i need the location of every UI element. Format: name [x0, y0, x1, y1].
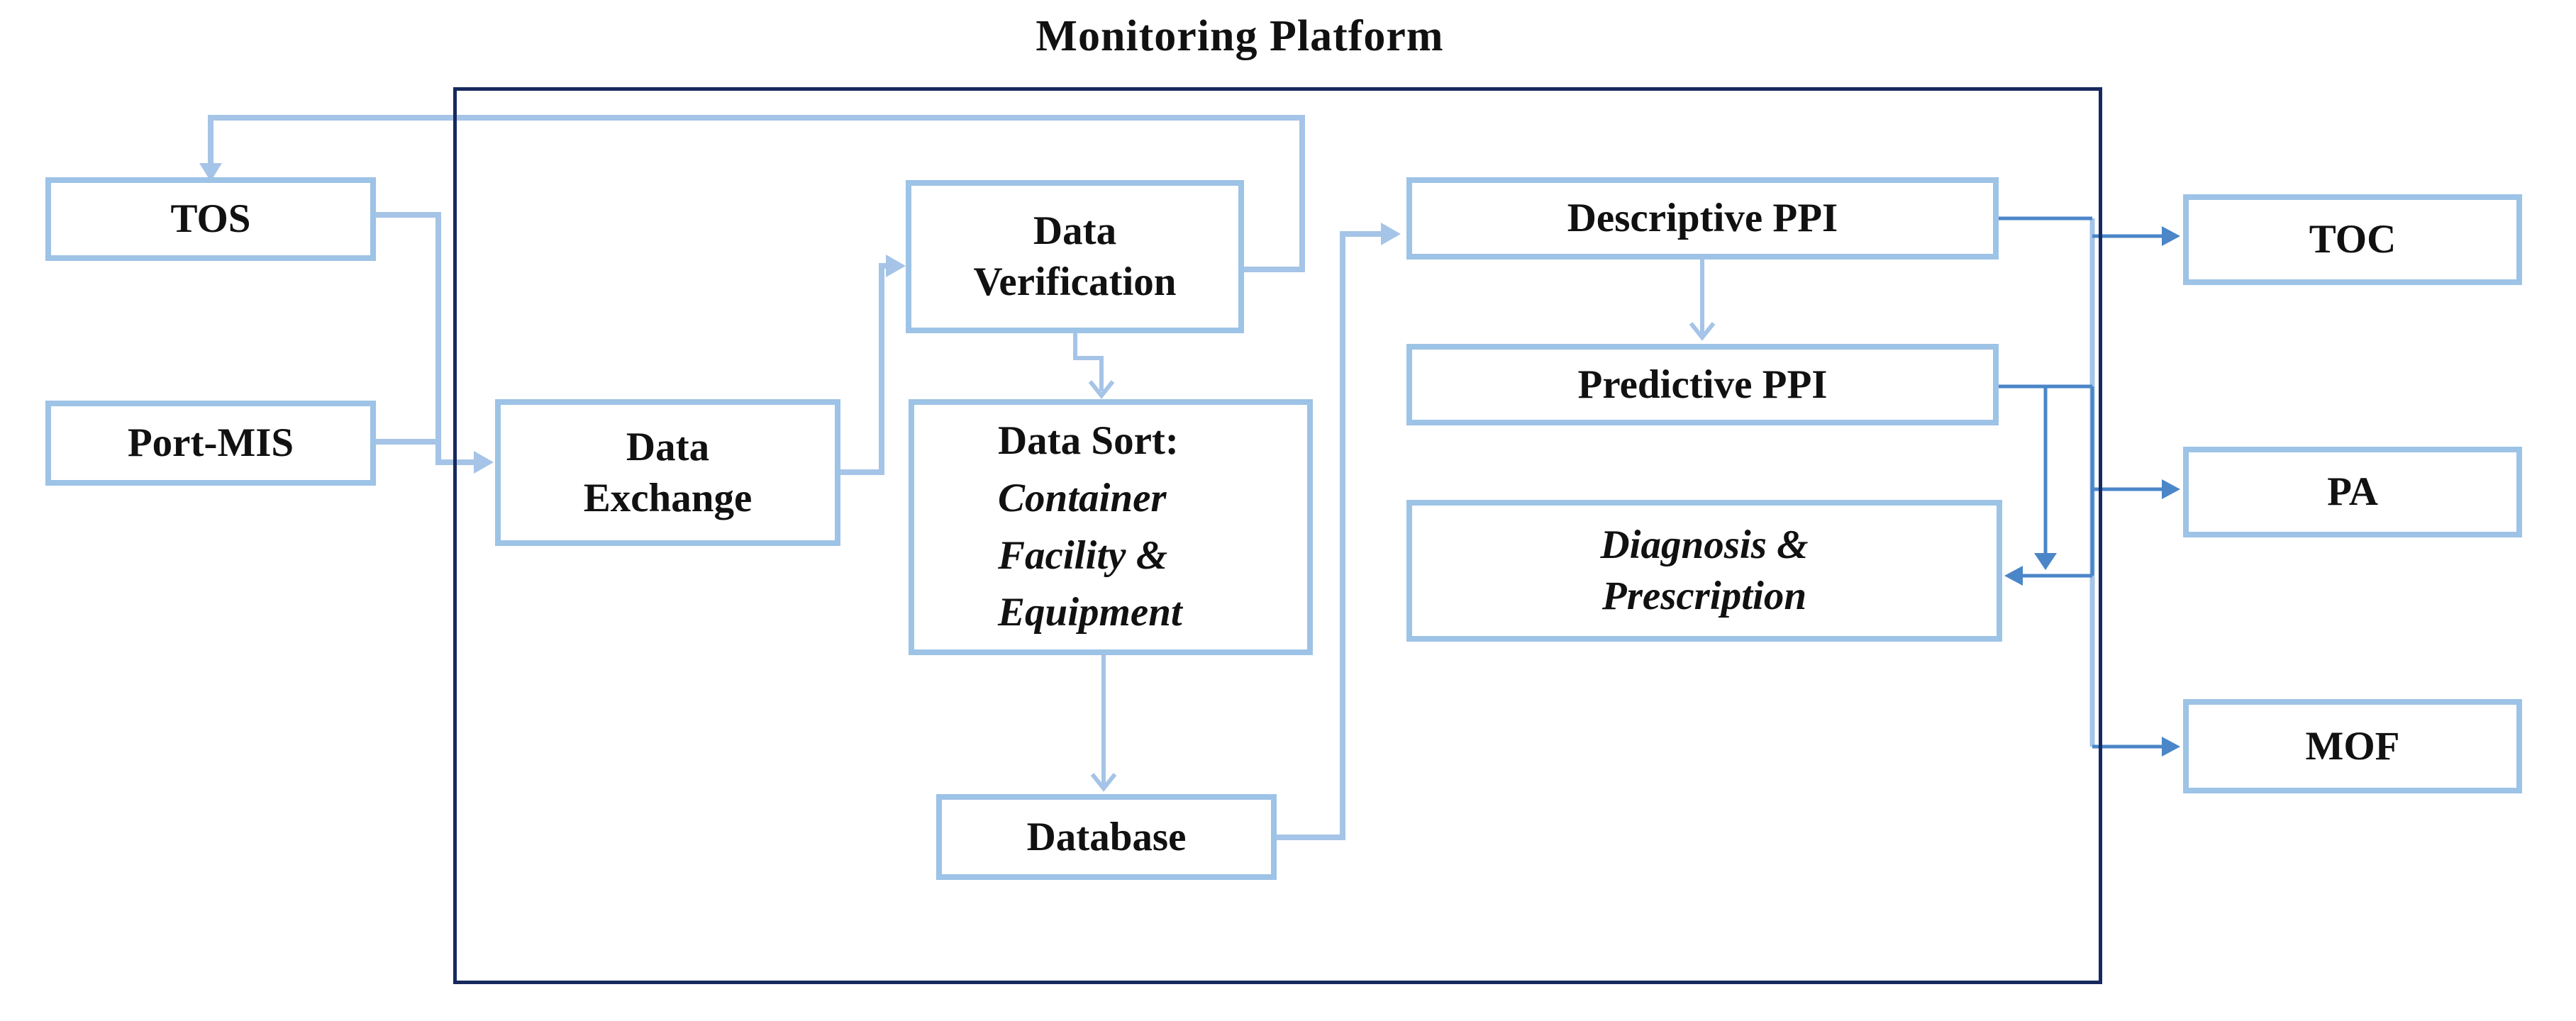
node-tos: TOS [45, 177, 376, 261]
connector-to-mof [2092, 737, 2180, 757]
node-pa: PA [2183, 447, 2522, 537]
node-mof: MOF [2183, 699, 2522, 793]
connector-database-to-descriptive [1277, 223, 1401, 840]
node-descriptive-ppi-label: Descriptive PPI [1567, 196, 1838, 241]
node-toc-label: TOC [2309, 217, 2397, 262]
node-data-sort-line1: Container [998, 475, 1167, 520]
node-pa-label: PA [2327, 469, 2378, 515]
node-mof-label: MOF [2305, 723, 2400, 769]
node-data-exchange: Data Exchange [495, 399, 840, 546]
node-data-sort: Data Sort: Container Facility & Equipmen… [909, 399, 1313, 655]
connector-feedback-verification-to-tos [199, 115, 1305, 272]
node-data-sort-line3: Equipment [998, 590, 1182, 635]
node-port-mis: Port-MIS [45, 401, 376, 486]
connector-predictive-branch-down [2034, 386, 2057, 570]
node-data-verification: Data Verification [906, 180, 1244, 333]
connector-tos-portmis-to-dataexchange [376, 212, 494, 474]
connector-descriptive-to-predictive [1689, 260, 1716, 341]
node-port-mis-label: Port-MIS [127, 420, 294, 466]
node-descriptive-ppi: Descriptive PPI [1406, 177, 1999, 260]
node-toc: TOC [2183, 194, 2522, 285]
node-data-sort-heading: Data Sort: [998, 418, 1179, 463]
connector-datasort-to-database [1090, 655, 1117, 792]
monitoring-platform-frame [453, 87, 2102, 984]
connector-to-diagnosis [2004, 566, 2092, 586]
node-diagnosis-line2: Prescription [1601, 574, 1807, 618]
connector-dataexchange-to-verification [840, 255, 906, 475]
node-database-label: Database [1026, 814, 1187, 859]
connector-verification-to-datasort [1073, 333, 1115, 399]
node-diagnosis-line1: Diagnosis & [1600, 523, 1809, 568]
connector-to-pa [2092, 479, 2180, 499]
node-diagnosis-prescription: Diagnosis & Prescription [1406, 500, 2002, 642]
connector-to-toc [2092, 226, 2180, 246]
node-data-sort-line2: Facility & [998, 532, 1168, 578]
node-data-exchange-line2: Exchange [583, 475, 753, 520]
diagram-title: Monitoring Platform [1036, 12, 1444, 60]
node-predictive-ppi: Predictive PPI [1406, 344, 1999, 425]
node-data-verification-line1: Data [1033, 208, 1117, 254]
node-predictive-ppi-label: Predictive PPI [1577, 362, 1828, 407]
node-data-verification-line2: Verification [973, 260, 1177, 304]
node-tos-label: TOS [170, 196, 251, 242]
node-database: Database [936, 794, 1277, 880]
node-data-exchange-line1: Data [626, 424, 710, 469]
